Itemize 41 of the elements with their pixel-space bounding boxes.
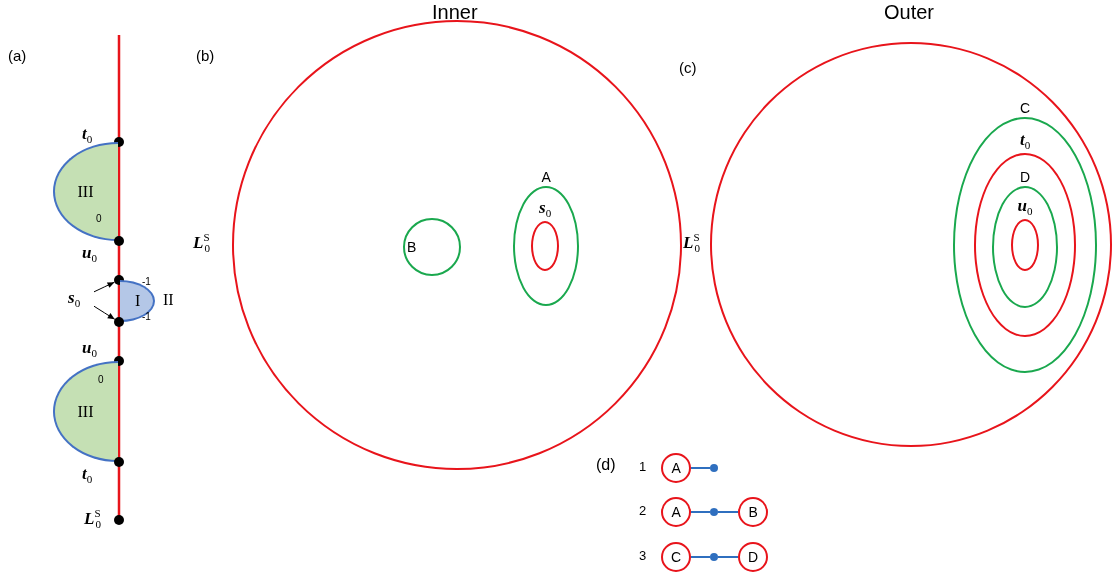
node-letter: A (671, 505, 681, 519)
connector (717, 556, 739, 558)
node-letter: A (541, 170, 551, 184)
panel-label: II (163, 292, 174, 308)
panel-title: Outer (884, 2, 935, 22)
panel-label: (b) (196, 48, 215, 63)
panel-title: Inner (432, 2, 478, 22)
panel-label: 1 (639, 460, 647, 473)
region-label: III (77, 183, 94, 200)
node-letter: A (671, 461, 681, 475)
connector (690, 556, 711, 558)
node-letter: D (1020, 170, 1031, 184)
node-letter: B (748, 505, 758, 519)
node-letter: C (1020, 101, 1031, 115)
connector (690, 511, 711, 513)
node-letter: C (671, 550, 682, 564)
connector (690, 467, 711, 469)
region-label: III (77, 403, 94, 420)
connector (93, 305, 116, 320)
connector (717, 511, 739, 513)
node-letter: B (407, 240, 417, 254)
math-label: u$_{0}$ (82, 339, 97, 360)
panel-label: 3 (639, 549, 647, 562)
charge-label: -1 (142, 277, 151, 287)
region-label: I (135, 293, 141, 309)
math-label: u$_{0}$ (1017, 197, 1033, 218)
node-letter: D (748, 550, 759, 564)
panel-label: 2 (639, 504, 647, 517)
math-label: s$_{0}$ (539, 199, 552, 220)
math-label: t$_{0}$ (82, 125, 93, 146)
connector (93, 281, 115, 293)
charge-label: 0 (98, 375, 104, 385)
math-label: s$_{0}$ (68, 289, 81, 310)
panel-label: (d) (596, 457, 616, 473)
panel-label: (c) (679, 60, 697, 75)
math-label: t$_{0}$ (82, 465, 93, 486)
charge-label: 0 (96, 214, 102, 224)
charge-label: -1 (142, 312, 151, 322)
panel-label: (a) (8, 48, 27, 63)
math-label: t$_{0}$ (1020, 131, 1031, 152)
math-label: u$_{0}$ (82, 244, 97, 265)
